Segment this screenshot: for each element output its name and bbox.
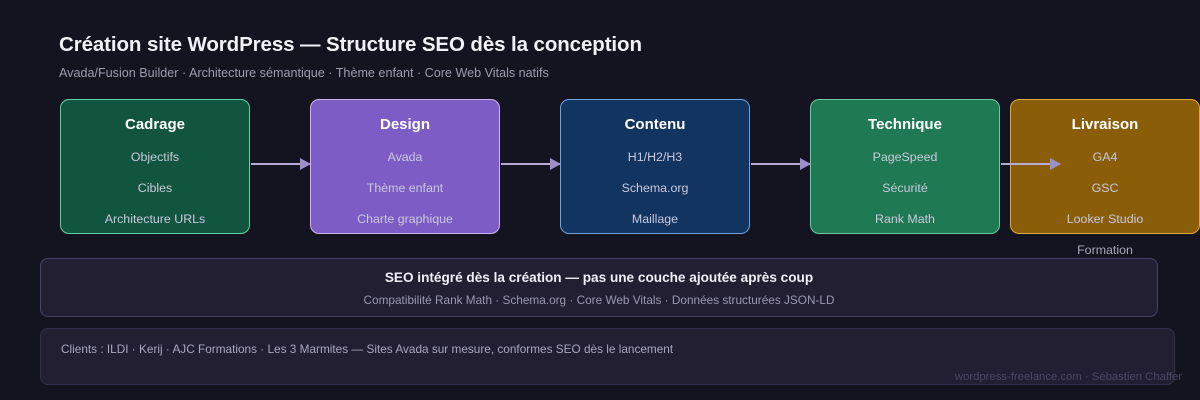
- banner-title: SEO intégré dès la création — pas une co…: [384, 270, 814, 285]
- flow-step-item: GSC: [1091, 181, 1119, 195]
- flow-step-item: Sécurité: [882, 181, 928, 195]
- watermark: wordpress-freelance.com · Sébastien Chaf…: [954, 371, 1182, 383]
- flow-step-item: Formation: [1077, 243, 1133, 257]
- flow-step-title: Technique: [868, 116, 942, 133]
- process-flow-diagram: Cadrage Objectifs Cibles Architecture UR…: [0, 99, 1200, 257]
- flow-step-item: Architecture URLs: [104, 212, 206, 226]
- flow-step-item: Avada: [387, 150, 423, 164]
- flow-step-title: Livraison: [1071, 116, 1139, 133]
- page-subtitle: Avada/Fusion Builder · Architecture séma…: [59, 66, 549, 80]
- flow-step-contenu[interactable]: Contenu H1/H2/H3 Schema.org Maillage: [560, 99, 750, 234]
- flow-arrow-design-to-contenu: [501, 158, 561, 170]
- header: Création site WordPress — Structure SEO …: [59, 33, 1159, 80]
- flow-step-title: Contenu: [624, 116, 686, 133]
- clients-footer-text: Clients : ILDI · Kerij · AJC Formations …: [61, 342, 674, 356]
- flow-arrow-cadrage-to-design: [251, 158, 311, 170]
- flow-step-item: GA4: [1092, 150, 1118, 164]
- flow-arrow-contenu-to-technique: [751, 158, 811, 170]
- flow-step-item: Cibles: [137, 181, 173, 195]
- flow-step-title: Cadrage: [124, 116, 186, 133]
- highlight-banner: SEO intégré dès la création — pas une co…: [40, 258, 1158, 317]
- flow-step-design[interactable]: Design Avada Thème enfant Charte graphiq…: [310, 99, 500, 234]
- flow-step-cadrage[interactable]: Cadrage Objectifs Cibles Architecture UR…: [60, 99, 250, 234]
- flow-step-technique[interactable]: Technique PageSpeed Sécurité Rank Math: [810, 99, 1000, 234]
- flow-step-item: Objectifs: [130, 150, 180, 164]
- clients-footer: Clients : ILDI · Kerij · AJC Formations …: [40, 328, 1175, 385]
- flow-step-item: PageSpeed: [872, 150, 938, 164]
- flow-step-livraison[interactable]: Livraison GA4 GSC Looker Studio Formatio…: [1010, 99, 1200, 257]
- page-title: Création site WordPress — Structure SEO …: [59, 33, 642, 56]
- flow-step-item: Schema.org: [621, 181, 689, 195]
- banner-subtitle: Compatibilité Rank Math · Schema.org · C…: [363, 293, 835, 307]
- flow-step-item: Rank Math: [875, 212, 935, 226]
- flow-step-item: H1/H2/H3: [627, 150, 683, 164]
- flow-step-item: Maillage: [631, 212, 679, 226]
- flow-step-item: Thème enfant: [366, 181, 444, 195]
- flow-step-item: Charte graphique: [357, 212, 453, 226]
- flow-arrow-technique-to-livraison: [1001, 158, 1061, 170]
- flow-step-item: Looker Studio: [1066, 212, 1144, 226]
- flow-step-title: Design: [379, 116, 430, 133]
